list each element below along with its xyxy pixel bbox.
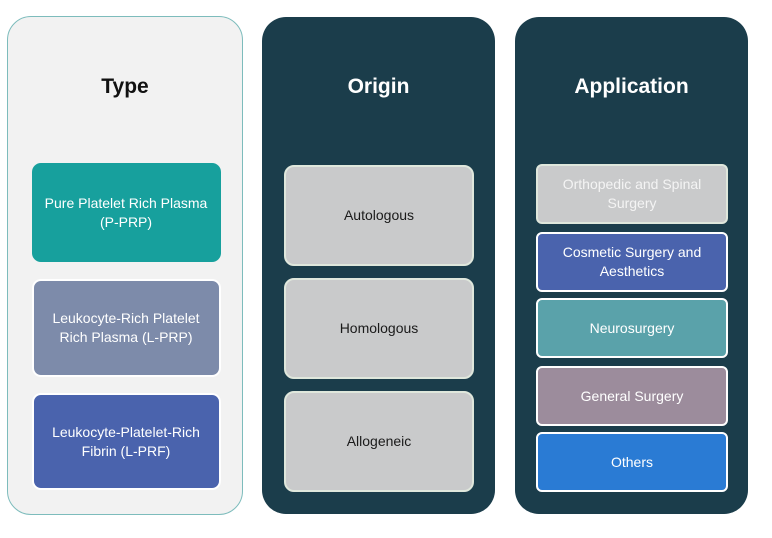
application-item-orthopedic: Orthopedic and Spinal Surgery: [536, 164, 728, 224]
application-item-cosmetic: Cosmetic Surgery and Aesthetics: [536, 232, 728, 292]
origin-heading: Origin: [347, 75, 410, 98]
application-panel: Application Orthopedic and Spinal Surger…: [515, 17, 748, 514]
application-heading: Application: [574, 75, 689, 98]
type-item-l-prf: Leukocyte-Platelet-Rich Fibrin (L-PRF): [31, 393, 221, 490]
type-item-label: Leukocyte-Platelet-Rich Fibrin (L-PRF): [52, 423, 200, 459]
origin-item-autologous: Autologous: [284, 165, 474, 266]
application-item-label: Neurosurgery: [589, 319, 675, 336]
type-item-l-prp: Leukocyte-Rich Platelet Rich Plasma (L-P…: [31, 279, 221, 377]
application-item-label: Cosmetic Surgery and Aesthetics: [562, 244, 702, 279]
type-item-label: Pure Platelet Rich Plasma (P-PRP): [44, 194, 208, 230]
application-item-label: General Surgery: [580, 387, 684, 404]
application-item-others: Others: [536, 432, 728, 492]
origin-item-allogeneic: Allogeneic: [284, 391, 474, 492]
application-item-neurosurgery: Neurosurgery: [536, 298, 728, 358]
origin-item-label: Autologous: [343, 207, 415, 223]
type-panel: Type Pure Platelet Rich Plasma (P-PRP) L…: [7, 16, 243, 515]
application-item-general-surgery: General Surgery: [536, 366, 728, 426]
origin-panel: Origin Autologous Homologous Allogeneic: [262, 17, 495, 514]
origin-item-homologous: Homologous: [284, 278, 474, 379]
application-item-label: Orthopedic and Spinal Surgery: [562, 176, 702, 211]
origin-item-label: Allogeneic: [346, 433, 412, 449]
application-item-label: Others: [610, 453, 653, 470]
type-item-label: Leukocyte-Rich Platelet Rich Plasma (L-P…: [52, 310, 200, 345]
type-heading: Type: [101, 75, 149, 98]
type-item-p-prp: Pure Platelet Rich Plasma (P-PRP): [31, 163, 221, 262]
origin-item-label: Homologous: [339, 320, 419, 336]
